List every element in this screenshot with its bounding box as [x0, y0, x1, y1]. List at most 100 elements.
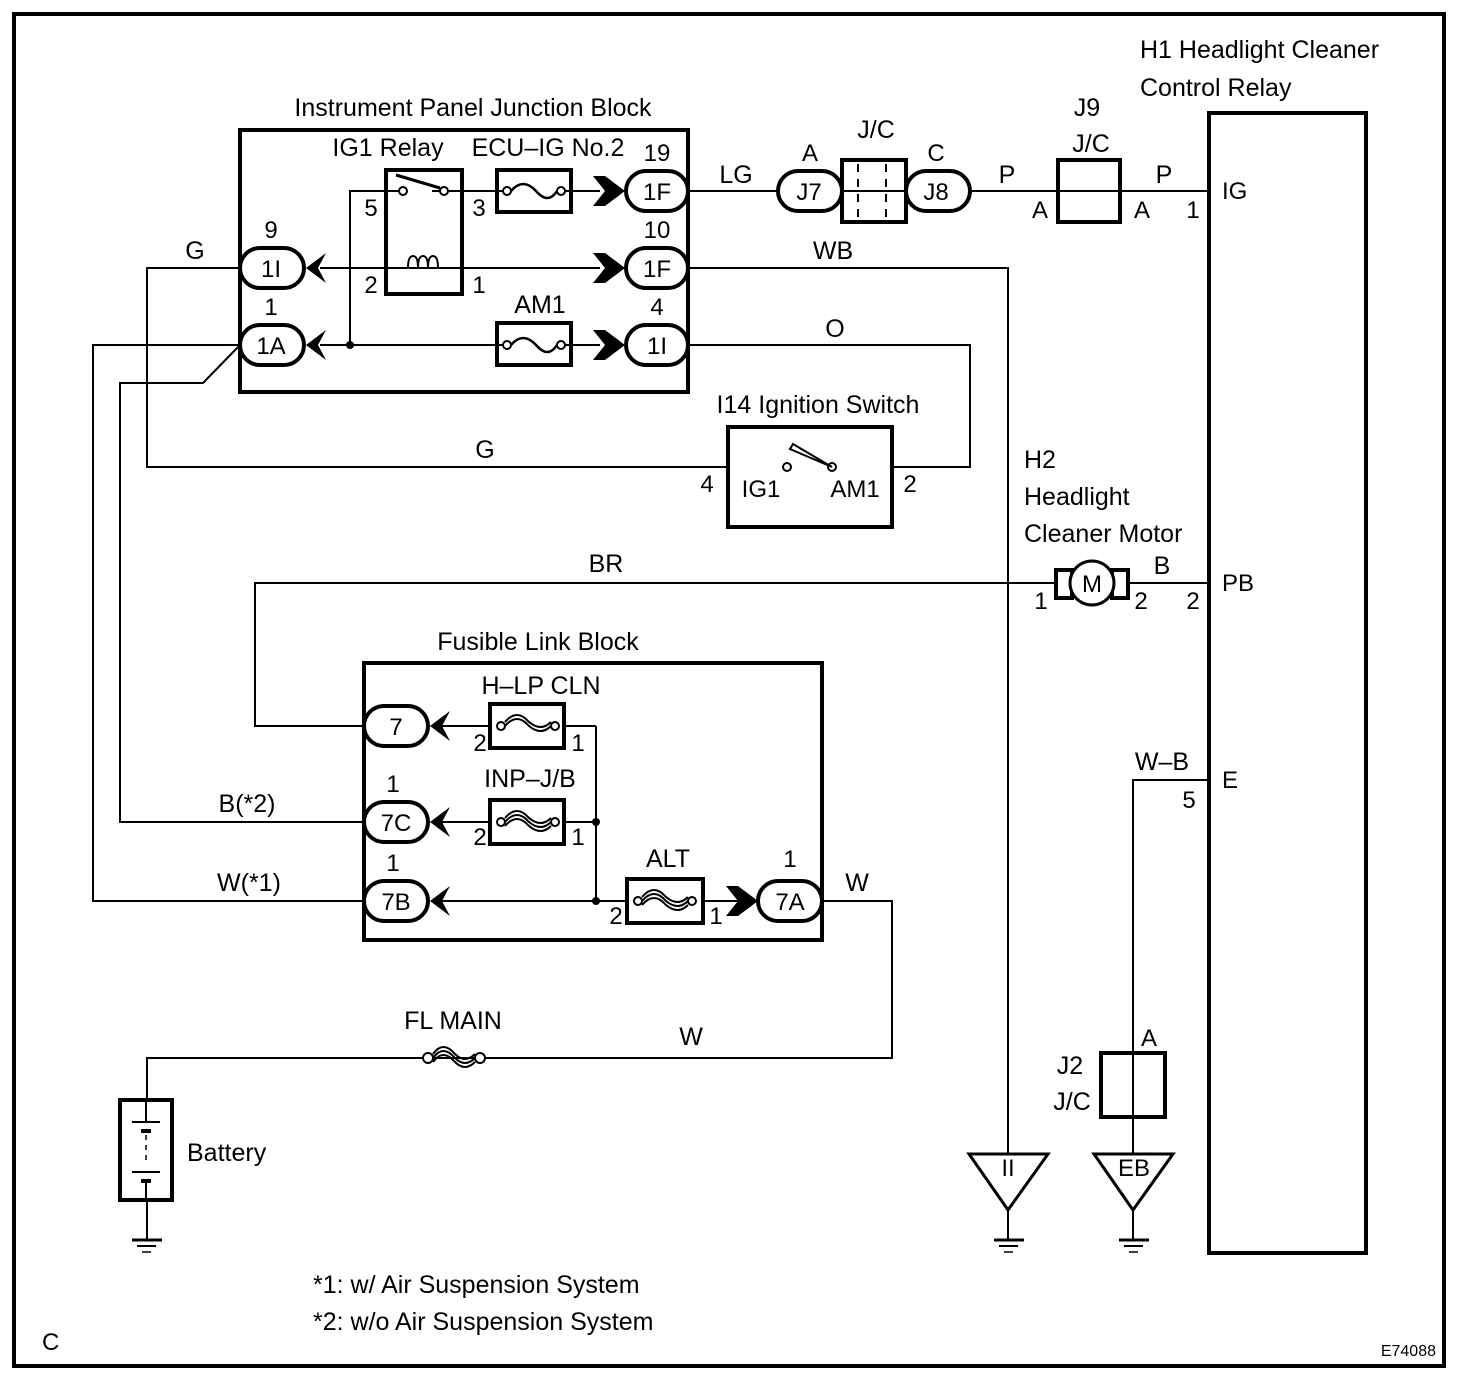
- connector-arrow: [593, 330, 625, 360]
- fuse-pin: 2: [473, 824, 486, 851]
- h1-terminal-ig: IG: [1222, 178, 1247, 205]
- j9-type: J/C: [1072, 130, 1110, 158]
- j9-pin-in: A: [1032, 197, 1048, 224]
- fuse-pin: 2: [609, 903, 622, 930]
- connector-arrow: [593, 253, 625, 283]
- junction-dot: [346, 341, 354, 349]
- relay-pin-5: 5: [364, 195, 377, 222]
- connector-pin: 9: [264, 217, 277, 244]
- ip-jb-title: Instrument Panel Junction Block: [294, 94, 652, 122]
- ignition-switch-lever: [788, 442, 833, 468]
- inp-jb-label: INP–J/B: [484, 765, 576, 793]
- junction-dot: [592, 897, 600, 905]
- relay-pin-1: 1: [472, 272, 485, 299]
- wire-g: [146, 267, 730, 468]
- connector-id: 7B: [381, 889, 410, 916]
- footnote-1: *1: w/ Air Suspension System: [313, 1271, 640, 1299]
- connector-7: [362, 704, 430, 748]
- wire-o: [688, 344, 971, 468]
- connector-pin: 1: [264, 294, 277, 321]
- am1-fuse-label: AM1: [514, 291, 565, 319]
- motor-pin-1: 1: [1034, 588, 1047, 615]
- motor-symbol: M: [1082, 571, 1102, 598]
- wire-label-b2: B(*2): [219, 790, 276, 818]
- connector-id: 1I: [647, 333, 667, 360]
- j9-pin-out: A: [1134, 197, 1150, 224]
- connector-id: 1I: [261, 256, 281, 283]
- wire-wb: [688, 267, 1009, 1155]
- jc-label: J/C: [857, 116, 895, 144]
- j7-pin: A: [802, 140, 818, 167]
- connector-arrow: [306, 330, 326, 360]
- connector-id: 1A: [256, 333, 285, 360]
- i14-ignition-switch: [726, 425, 894, 529]
- motor-icon: [1068, 559, 1116, 607]
- connector-1a-1: [238, 323, 306, 367]
- h2-headlight-cleaner-motor: [1054, 559, 1130, 607]
- junction-connector-j7-j8: [776, 158, 972, 224]
- j2-pin: A: [1141, 1025, 1157, 1052]
- j8-pin: C: [927, 140, 944, 167]
- h2-line3: Cleaner Motor: [1024, 520, 1182, 548]
- battery-label: Battery: [187, 1139, 267, 1167]
- connector-id: 7C: [381, 810, 412, 837]
- connector-7a: [756, 879, 824, 923]
- h1-title-line2: Control Relay: [1140, 74, 1292, 102]
- wire-label-br: BR: [589, 550, 624, 578]
- ground-ii-label: II: [1001, 1155, 1014, 1182]
- alt-label: ALT: [646, 845, 690, 873]
- wire-br: [254, 582, 1055, 727]
- fl-main-label: FL MAIN: [404, 1007, 502, 1035]
- connector-pin: 10: [644, 217, 671, 244]
- h2-line2: Headlight: [1024, 483, 1130, 511]
- battery-box: [118, 1098, 174, 1202]
- i14-ig1: IG1: [742, 476, 781, 503]
- h1-title-line1: H1 Headlight Cleaner: [1140, 36, 1379, 64]
- ignition-switch-box: [726, 425, 894, 529]
- j7-label: J7: [796, 179, 821, 206]
- flb-title: Fusible Link Block: [437, 628, 639, 656]
- relay-pin-2: 2: [364, 272, 377, 299]
- h1-headlight-cleaner-control-relay: [1207, 111, 1368, 1255]
- wire-label-g: G: [475, 436, 494, 464]
- connector-pin: 19: [644, 140, 671, 167]
- ground-eb: [1091, 1152, 1176, 1253]
- wire-label-p: P: [1156, 161, 1173, 189]
- instrument-panel-junction-block: [238, 128, 690, 394]
- wire-label-w1: W(*1): [217, 869, 281, 897]
- fl-main-fuse: [422, 1046, 486, 1068]
- wire-label-o: O: [825, 315, 844, 343]
- wire-label-wb: WB: [813, 237, 853, 265]
- fuse-pin: 1: [709, 903, 722, 930]
- connector-arrow: [430, 807, 450, 837]
- j2-type: J/C: [1053, 1088, 1091, 1116]
- i14-pin-2: 2: [903, 471, 916, 498]
- j2-id: J2: [1057, 1052, 1083, 1080]
- h1-pin-1: 1: [1186, 197, 1199, 224]
- figure-id: E74088: [1381, 1343, 1436, 1360]
- relay-switch-arm: [395, 173, 441, 190]
- footnote-2: *2: w/o Air Suspension System: [313, 1308, 653, 1336]
- relay-pin-3: 3: [472, 195, 485, 222]
- fuse-pin: 1: [571, 824, 584, 851]
- i14-title: I14 Ignition Switch: [717, 391, 920, 419]
- connector-j7: [776, 169, 844, 213]
- ig1-relay: [384, 168, 464, 296]
- connector-j8: [904, 169, 972, 213]
- wire-w1: [92, 344, 364, 902]
- ecu-ig-fuse-label: ECU–IG No.2: [472, 134, 625, 162]
- labels: Instrument Panel Junction Block IG1 Rela…: [42, 36, 1436, 1360]
- connector-1i-9: [238, 246, 306, 290]
- connector-pin: 1: [783, 846, 796, 873]
- ground-ii: [966, 1152, 1051, 1253]
- connector-1i-4: [624, 323, 690, 367]
- hlp-cln-fuse: [488, 702, 566, 750]
- connector-arrow: [593, 176, 625, 206]
- ground-point-icon: [1091, 1152, 1176, 1213]
- junction-dot: [592, 818, 600, 826]
- battery: [118, 1098, 174, 1202]
- h1-pin-2: 2: [1186, 588, 1199, 615]
- connector-id: 7A: [775, 889, 804, 916]
- h1-terminal-pb: PB: [1222, 570, 1254, 597]
